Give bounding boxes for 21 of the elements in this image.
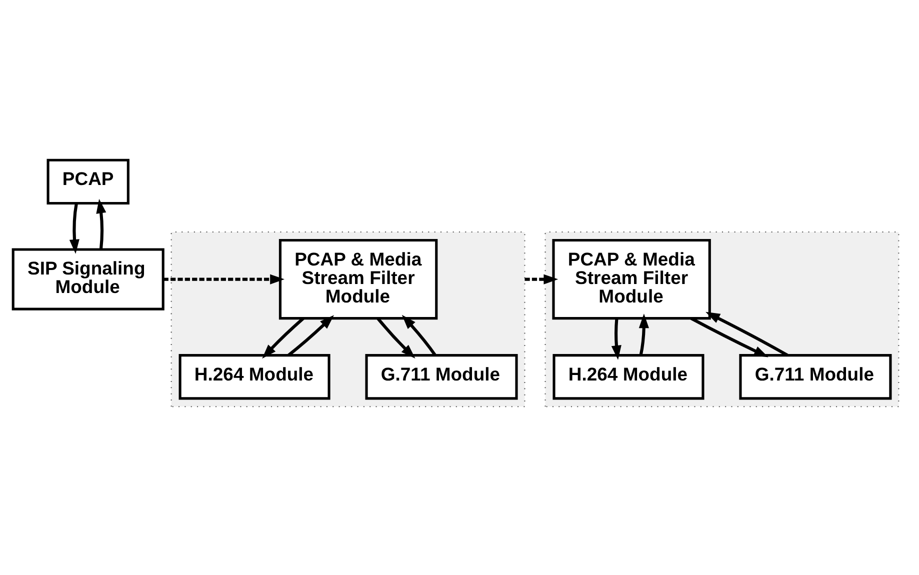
arrow	[68, 203, 79, 254]
node-box: H.264 Module	[552, 354, 704, 400]
arrow	[401, 314, 436, 356]
node-box: PCAP & Media Stream Filter Module	[552, 238, 710, 320]
cluster	[170, 232, 525, 408]
arrow	[376, 317, 415, 358]
arrow	[705, 312, 788, 357]
arrow	[524, 274, 558, 284]
node-box: PCAP	[46, 158, 129, 205]
node-box: SIP Signaling Module	[11, 248, 164, 310]
arrow	[162, 274, 284, 284]
node-box: PCAP & Media Stream Filter Module	[278, 238, 438, 320]
node-box: H.264 Module	[178, 354, 330, 400]
node-box: G.711 Module	[364, 354, 518, 400]
arrow	[96, 198, 106, 250]
arrow	[610, 318, 621, 360]
arrow	[262, 317, 304, 359]
arrow	[287, 315, 334, 356]
arrow	[638, 314, 648, 356]
node-box: G.711 Module	[738, 354, 892, 400]
arrow	[690, 316, 768, 358]
